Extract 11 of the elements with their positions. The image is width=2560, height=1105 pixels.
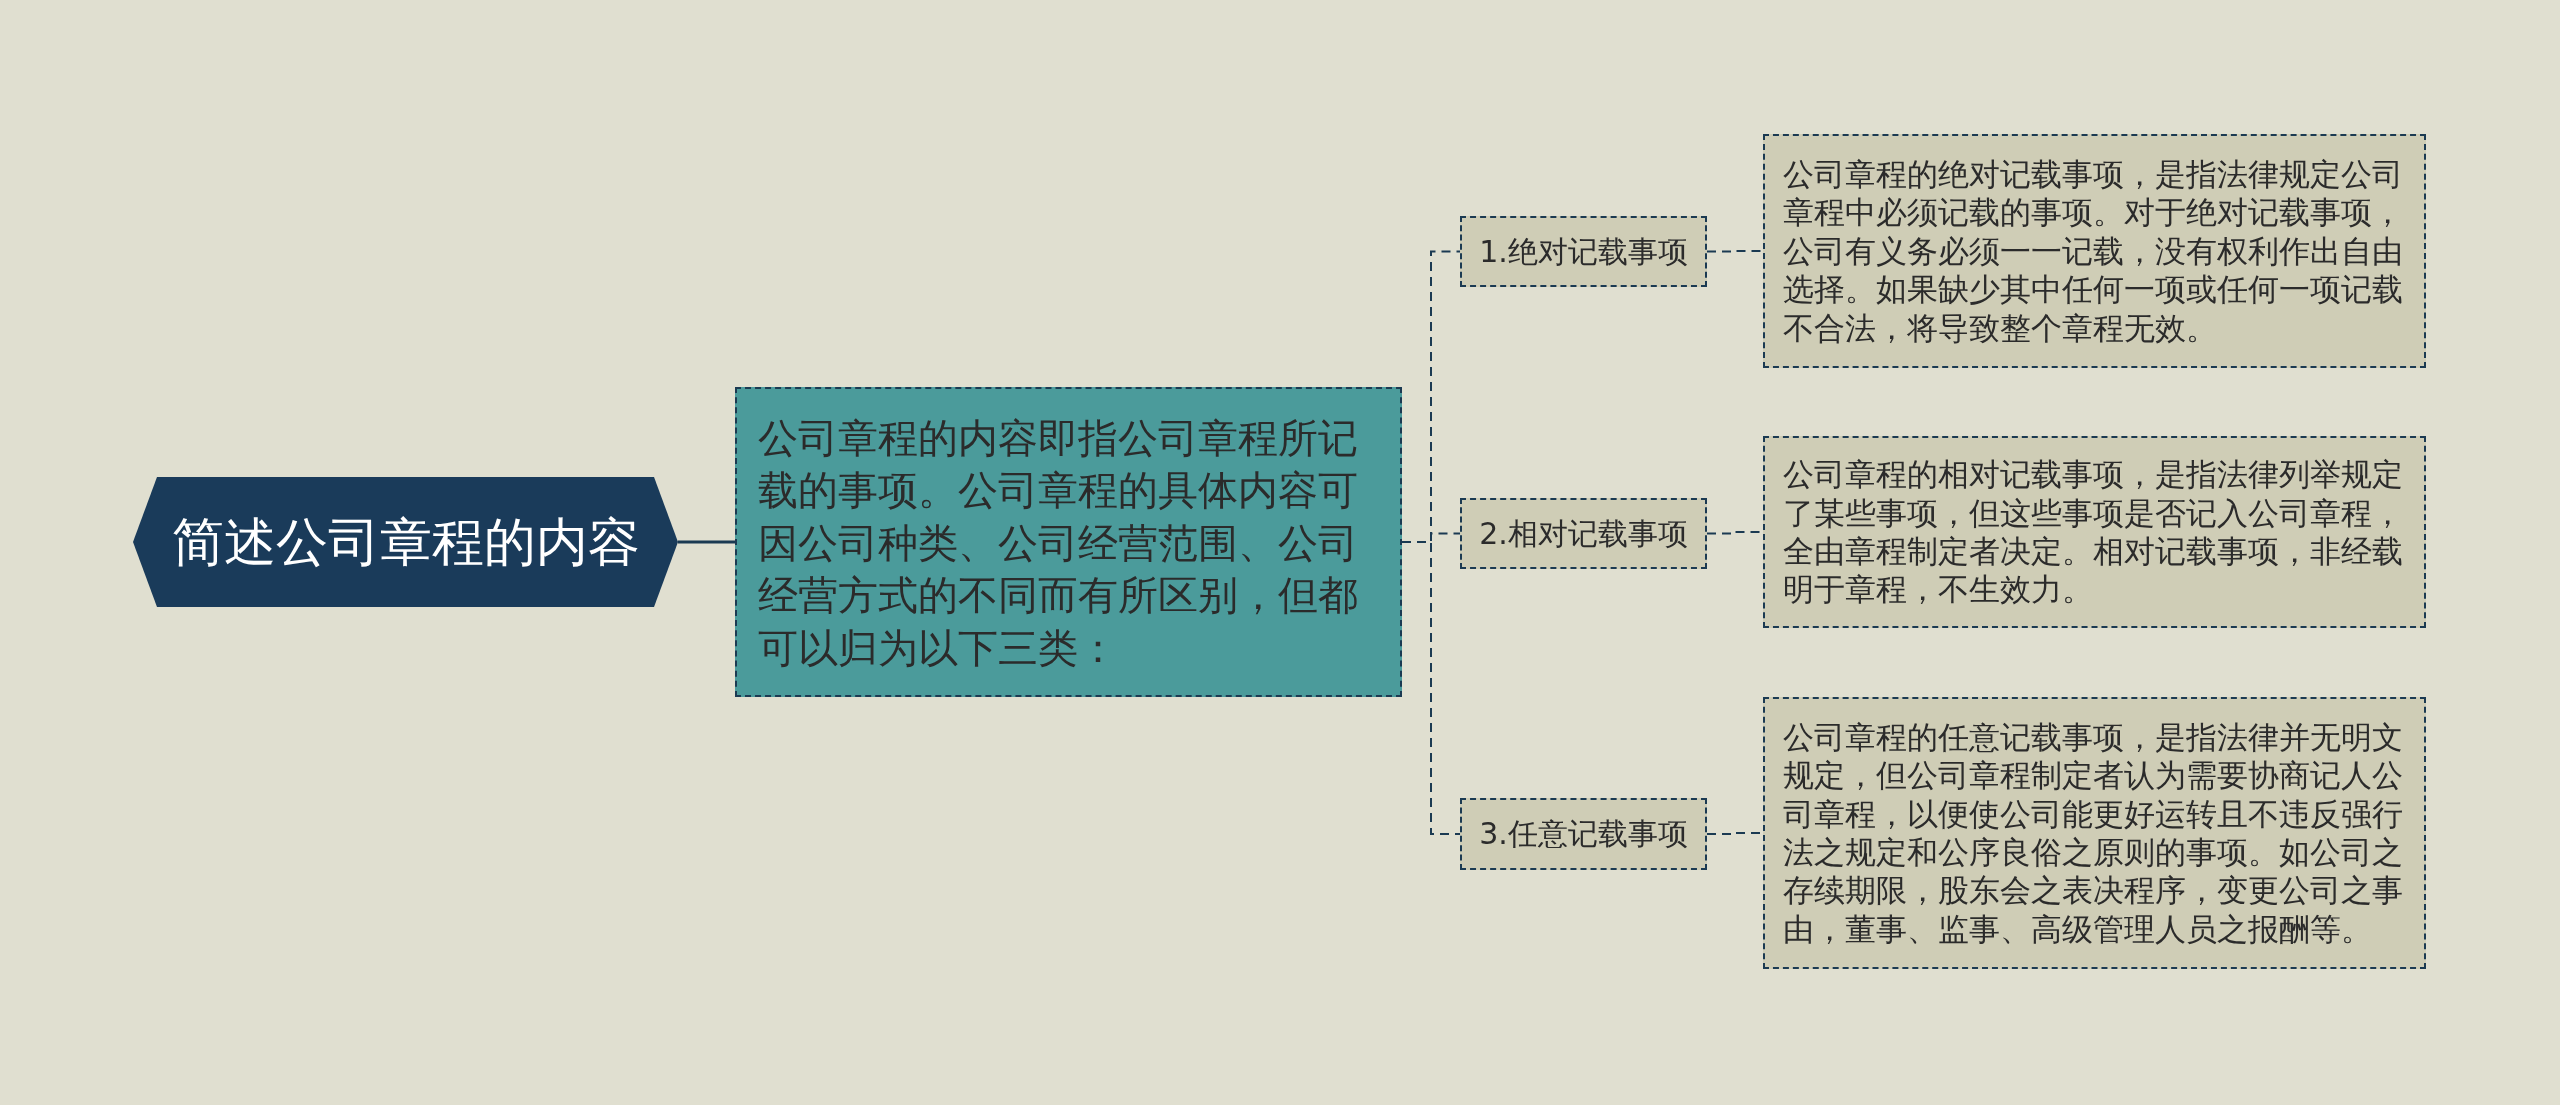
- branch-box: 2.相对记载事项: [1460, 498, 1707, 569]
- detail-box: 公司章程的相对记载事项，是指法律列举规定了某些事项，但这些事项是否记入公司章程，全由章程制定者决定。相对记载事项，非经载明于章程，不生效力。: [1763, 436, 2426, 628]
- connector-line: [1706, 250, 1764, 253]
- branch-box: 1.绝对记载事项: [1460, 216, 1707, 287]
- branch-box: 3.任意记载事项: [1460, 798, 1707, 870]
- summary-box: 公司章程的内容即指公司章程所记载的事项。公司章程的具体内容可因公司种类、公司经营范围、公司经营方式的不同而有所区别，但都可以归为以下三类：: [735, 387, 1402, 697]
- detail-box: 公司章程的绝对记载事项，是指法律规定公司章程中必须记载的事项。对于绝对记载事项，公司有义务必须一一记载，没有权利作出自由选择。如果缺少其中任何一项或任何一项记载不合法，将导致整个章程无效。: [1763, 134, 2426, 368]
- connector-line: [1401, 541, 1461, 835]
- detail-box: 公司章程的任意记载事项，是指法律并无明文规定，但公司章程制定者认为需要协商记人公司章程，以便使公司能更好运转且不违反强行法之规定和公序良俗之原则的事项。如公司之存续期限，股东会之表决程序，变更公司之事由，董事、监事、高级管理人员之报酬等。: [1763, 697, 2426, 969]
- topic-hexagon: 简述公司章程的内容: [133, 477, 678, 607]
- connector-line: [678, 540, 735, 544]
